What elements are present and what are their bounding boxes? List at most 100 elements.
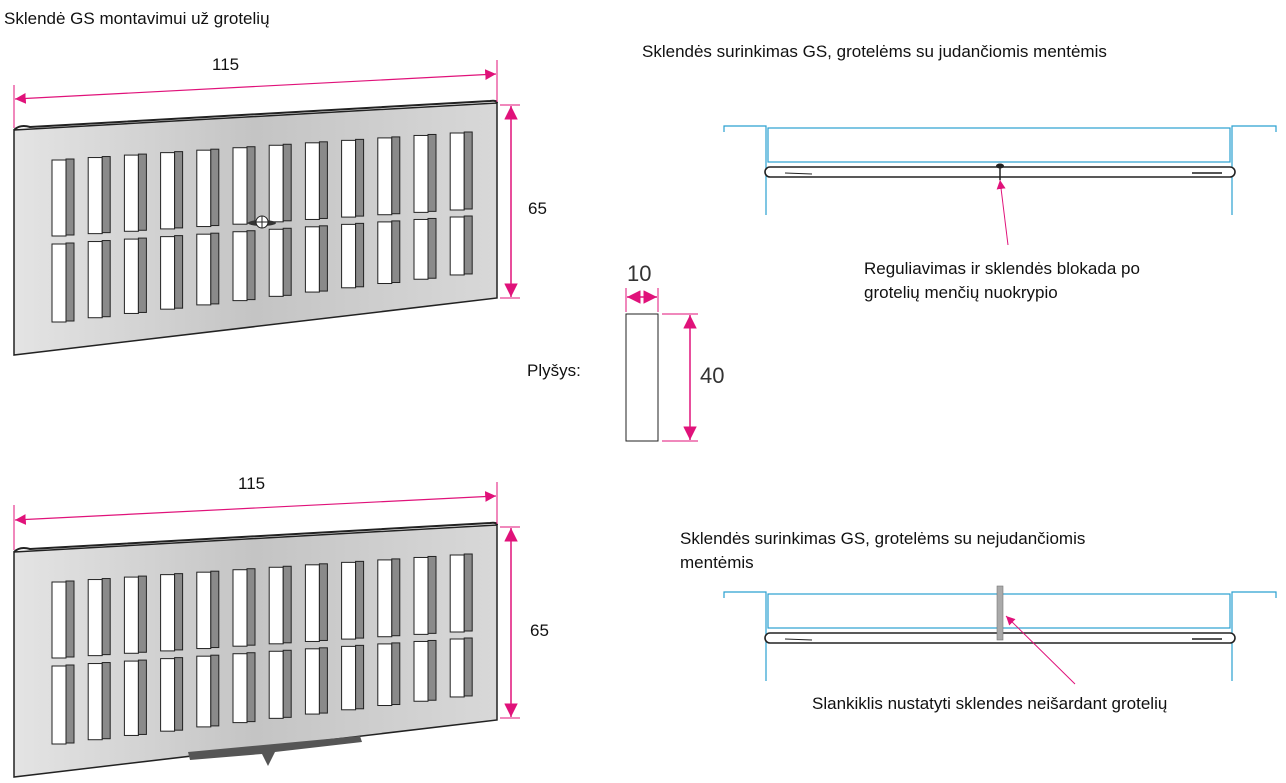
grille-slot [449,132,465,211]
grille-louver [101,662,111,740]
grille-slot [232,569,248,647]
grille-louver [65,664,75,744]
grille-slot [377,137,393,216]
grille-louver [391,642,401,706]
grille-slot [51,243,67,323]
height-label-top: 65 [528,199,547,218]
grille-louver [137,153,147,231]
grille-louver [463,553,473,632]
grille-louver [65,580,75,658]
section-moving-title: Sklendės surinkimas GS, grotelėms su jud… [642,42,1107,61]
damper-channel [767,127,1231,163]
dimension-width-bottom: 115 [13,474,498,550]
grille-louver [174,151,184,229]
grille-slot [160,152,176,230]
grille-slot [123,576,139,654]
grille-slot [196,571,212,650]
grille-slot [304,142,320,220]
grille-slot [268,228,284,297]
grille-top-edge [13,521,498,553]
grille-slot [160,236,176,310]
grille-louver [355,644,365,710]
grille-slot [304,564,320,642]
grille-top-illustration [13,99,498,356]
grille-louver [174,235,184,309]
grille-louver [318,141,328,219]
slot-rectangle [625,313,659,442]
grille-louver [210,148,220,227]
blade-detail [784,172,813,175]
grille-slot [87,663,103,741]
dimension-height-bottom: 65 [500,526,549,719]
grille-slot [268,144,284,223]
grille-slot [341,139,357,218]
slot-width-label: 10 [627,261,651,286]
grille-slot [413,218,429,280]
grille-slot [377,221,393,285]
grille-slot [341,561,357,640]
grille-slot [304,648,320,715]
grille-slot [449,216,465,276]
grille-slot [341,645,357,711]
grille-louver [355,222,365,288]
screw-cross [256,216,268,228]
width-label-top: 115 [212,55,239,74]
grille-louver [174,573,184,651]
grille-louver [355,560,365,639]
grille-slot [232,653,248,724]
grille-louver [318,225,328,292]
grille-slot [268,650,284,719]
title-left: Sklendė GS montavimui už grotelių [4,9,270,28]
grille-louver [246,652,256,723]
grille-slot [232,231,248,302]
dimension-height-top: 65 [500,104,547,299]
adjustment-pointer-arrow [996,179,1009,246]
grille-slot [123,660,139,736]
grille-louver [391,136,401,215]
section-moving-note-line1: Reguliavimas ir sklendės blokada po [864,259,1140,278]
slider-tab [188,736,362,766]
grille-louver [282,649,292,718]
grille-top-edge [13,99,498,131]
width-label-bottom: 115 [238,474,265,493]
grille-louver [318,647,328,714]
grille-slot [377,643,393,707]
slot-height-label: 40 [700,363,724,388]
grille-louver [137,237,147,313]
slider-rod [996,585,1004,641]
slot-label: Plyšys: [527,361,581,380]
grille-louver [137,575,147,653]
slider-pointer-arrow [1005,615,1076,685]
grille-louver [282,143,292,222]
grille-slot [51,665,67,745]
section-moving-note-line2: grotelių menčių nuokrypio [864,283,1058,302]
grille-slot [413,134,429,213]
grille-louver [318,563,328,641]
grille-louver [65,158,75,236]
grille-louver [101,240,111,318]
grille-slot [232,147,248,225]
grille-louver [246,230,256,301]
grille-louver [463,131,473,210]
grille-slot [87,157,103,235]
dimension-width-top: 115 [13,55,498,128]
blade-detail [784,638,813,641]
cross-section-moving-blades [723,125,1277,215]
grille-louver [246,568,256,646]
grille-louver [427,133,437,212]
grille-slot [377,559,393,638]
grille-slot [160,658,176,732]
grille-louver [427,217,437,279]
height-label-bottom: 65 [530,621,549,640]
grille-slot [196,655,212,728]
grille-louver [282,565,292,644]
grille-slot [449,554,465,633]
grille-louver [137,659,147,735]
grille-slot [341,223,357,289]
grille-slot [51,159,67,237]
grille-louver [391,558,401,637]
grille-louver [210,232,220,305]
grille-louver [427,639,437,701]
grille-louver [427,555,437,634]
